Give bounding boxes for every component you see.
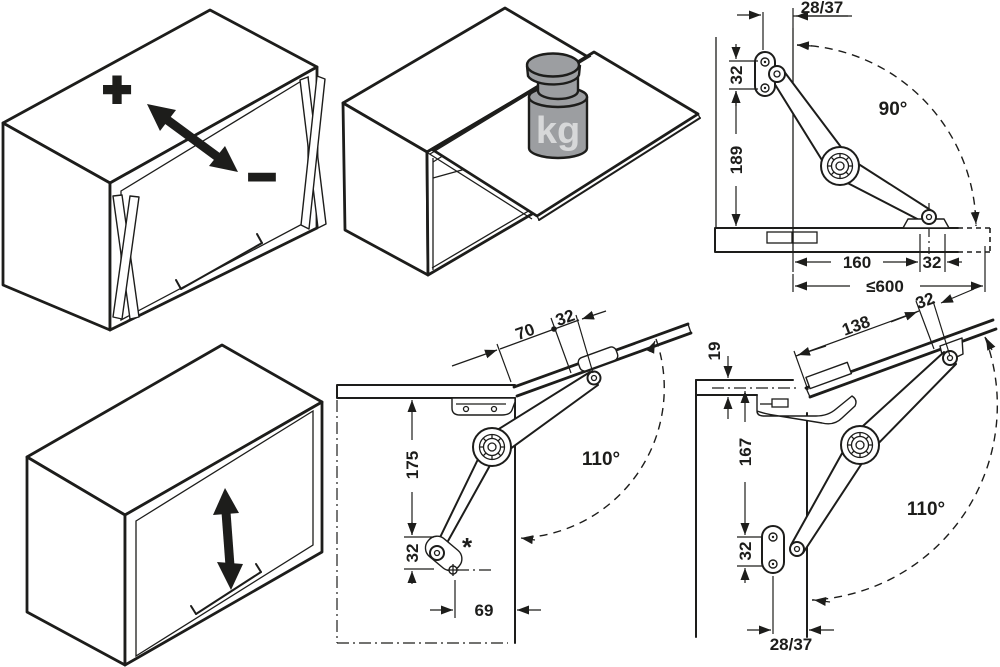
adjustment-hub (840, 425, 880, 465)
dim-label-plate-holes: 32 (403, 544, 422, 563)
angle-label: 110° (582, 449, 620, 470)
adjustment-hub (472, 427, 512, 467)
dim-foot-distance: 160 32 (792, 234, 962, 272)
flap-pivot (942, 350, 958, 366)
dim-label-top-thickness: 19 (705, 342, 724, 361)
dim-label-foot-holes: 32 (923, 253, 942, 272)
adjustment-hub (820, 146, 860, 186)
dim-label-foot-distance: 160 (843, 253, 871, 272)
lift-mechanism (761, 337, 964, 574)
minus-symbol: – (249, 148, 276, 201)
flap-pivot (586, 370, 602, 386)
top-pivot (768, 65, 786, 83)
dim-label-front-distance: 69 (475, 601, 494, 620)
dim-mounting-height: 167 (736, 391, 762, 538)
open-flap-board (714, 227, 991, 253)
dim-plate-holes: 32 (403, 522, 434, 584)
panel-fall-flap-90: 90° 28/37 32 189 160 32 (714, 0, 991, 296)
dim-label-plate-holes: 32 (736, 542, 755, 561)
dim-top-thickness: 19 (705, 342, 733, 419)
dim-label-mounting-height: 189 (727, 146, 746, 174)
bottom-pivot (429, 545, 445, 561)
bottom-pivot (789, 541, 805, 557)
flap-fitting (577, 346, 619, 372)
opening-angle-arc (796, 41, 980, 227)
dim-label-flap-edge: 138 (840, 312, 873, 340)
dim-mounting-height: 189 (727, 91, 746, 226)
dim-plate-holes: 32 (727, 44, 758, 106)
dim-plate-holes: 32 (736, 542, 762, 583)
panel-vertical-movement (25, 343, 324, 667)
slide-on-bracket (756, 394, 857, 425)
dim-label-flap-max-width: ≤600 (866, 277, 904, 296)
panel-lift-flap-110-side: 110° 19 167 32 28/37 (695, 288, 999, 654)
flap-inner-outline (135, 409, 314, 658)
foot-pivot (921, 209, 937, 225)
dim-label-flap-holes: 32 (913, 289, 937, 313)
opening-angle-arc (519, 338, 665, 545)
cabinet-isometric (25, 343, 324, 667)
flap-fitting (805, 361, 853, 390)
dim-label-front-offset: 28/37 (770, 635, 813, 654)
dim-mounting-height: 175 (403, 400, 434, 538)
weight-unit-label: kg (536, 110, 580, 152)
lift-mechanism (754, 51, 950, 229)
dim-flap-max-width: ≤600 (792, 246, 986, 296)
dim-label-mounting-height: 175 (403, 451, 422, 479)
dim-front-offset: 28/37 (737, 0, 852, 50)
handle (175, 233, 263, 290)
panel-load-capacity: kg (341, 6, 701, 277)
mounting-plate (761, 525, 785, 574)
dim-front-offset: 28/37 (747, 576, 834, 654)
panel-lift-flap-110-front: * 110° 175 32 69 (336, 306, 693, 644)
dim-label-flap-edge: 70 (513, 320, 537, 344)
kg-weight: kg (525, 52, 589, 160)
spring-cross-right (299, 75, 327, 230)
dim-label-front-offset: 28/37 (801, 0, 844, 17)
handle (190, 563, 262, 615)
angle-label: 90° (879, 99, 908, 120)
dim-label-plate-holes: 32 (727, 66, 746, 85)
cabinet-isometric (1, 8, 319, 332)
lift-mechanism (424, 346, 619, 576)
vertical-move-arrow (213, 488, 243, 590)
spring-cross-left (112, 194, 140, 320)
plus-symbol: + (103, 64, 131, 117)
open-flap (804, 318, 998, 399)
diagonal-adjust-arrow (147, 104, 238, 172)
opening-angle-arc (811, 336, 999, 606)
dim-label-mounting-height: 167 (736, 438, 755, 466)
angle-label: 110° (907, 499, 945, 520)
footnote-marker: * (462, 532, 473, 562)
top-bracket (451, 397, 516, 416)
dim-front-distance: 69 (430, 580, 541, 620)
panel-force-adjustment: + – (1, 8, 327, 332)
dim-label-flap-holes: 32 (553, 306, 577, 330)
